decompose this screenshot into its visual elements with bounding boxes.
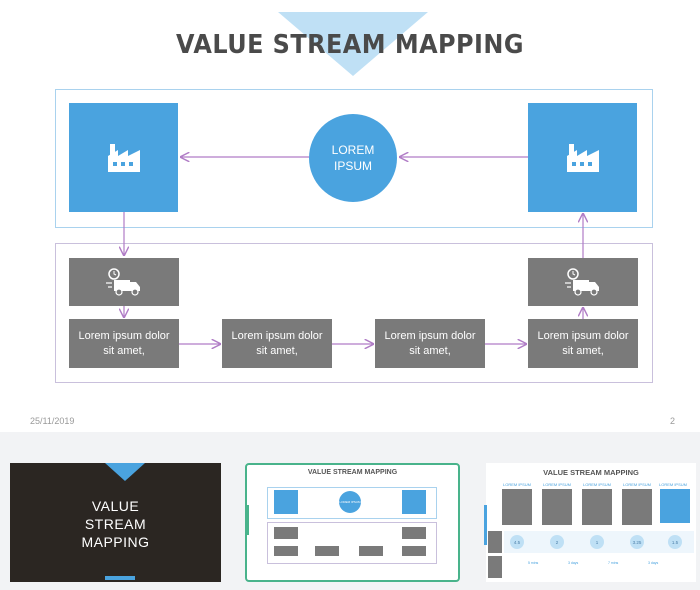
delivery-truck-icon — [106, 268, 140, 296]
mini-truck-block — [274, 527, 298, 539]
mini-process — [274, 546, 298, 556]
mini-timeline-dot: 1.5 — [668, 535, 682, 549]
mini-timeline-label: 3 days — [648, 561, 659, 565]
process-step-1[interactable]: Lorem ipsum dolor sit amet, — [69, 319, 179, 368]
mini-process — [359, 546, 383, 556]
mini-process — [315, 546, 339, 556]
thumbnail-title: VALUE STREAM MAPPING — [543, 468, 639, 477]
mini-column-heading: LOREM IPSUM — [502, 482, 531, 487]
mini-factory-block — [274, 490, 298, 514]
mini-timeline-label: 5 mins — [528, 561, 539, 565]
process-step-2[interactable]: Lorem ipsum dolor sit amet, — [222, 319, 332, 368]
mini-timeline-dot: 4.5 — [510, 535, 524, 549]
mini-row-label — [488, 556, 502, 578]
customer-factory-block[interactable] — [528, 103, 637, 212]
upper-flow-frame[interactable] — [55, 89, 653, 228]
mini-column-box — [502, 489, 532, 525]
mini-truck-block — [402, 527, 426, 539]
mini-timeline-label: 3 days — [568, 561, 579, 565]
control-circle[interactable]: LOREM IPSUM — [309, 114, 397, 202]
thumbnail-slide-1[interactable]: VALUE STREAM MAPPING — [10, 463, 221, 582]
mini-lower-frame — [267, 522, 437, 564]
supplier-factory-block[interactable] — [69, 103, 178, 212]
mini-column-box — [542, 489, 572, 525]
slide-page-number: 2 — [670, 416, 676, 426]
factory-icon — [107, 143, 140, 172]
flow-arrows — [0, 0, 700, 432]
title-triangle-decoration — [105, 463, 145, 481]
mini-column-heading: LOREM IPSUM — [542, 482, 571, 487]
logo-bar — [105, 576, 135, 580]
mini-row-label — [488, 531, 502, 553]
thumbnail-title: VALUE STREAM MAPPING — [307, 469, 398, 476]
title-triangle-decoration — [278, 12, 428, 76]
process-step-3[interactable]: Lorem ipsum dolor sit amet, — [375, 319, 485, 368]
mini-timeline-label: 7 mins — [608, 561, 619, 565]
mini-upper-frame — [267, 487, 437, 519]
mini-column-box — [660, 489, 690, 523]
mini-timeline-dot: 3.25 — [630, 535, 644, 549]
mini-column-heading: LOREM IPSUM — [622, 482, 651, 487]
thumbnail-slide-3[interactable]: VALUE STREAM MAPPING LOREM IPSUM LOREM I… — [486, 463, 696, 582]
mini-column-box — [582, 489, 612, 525]
slide-date: 25/11/2019 — [30, 416, 75, 426]
mini-process — [402, 546, 426, 556]
thumbnail-title: VALUE STREAM MAPPING — [81, 498, 150, 550]
slide-title[interactable]: VALUE STREAM MAPPING — [176, 30, 524, 60]
thumbnail-scroll-marker — [484, 505, 487, 545]
mini-timeline-dot: 1 — [590, 535, 604, 549]
delivery-truck-icon — [565, 268, 599, 296]
mini-column-heading: LOREM IPSUM — [658, 482, 687, 487]
mini-timeline-dot: 2 — [550, 535, 564, 549]
mini-column-box — [622, 489, 652, 525]
lower-flow-frame[interactable] — [55, 243, 653, 383]
outbound-shipping-block[interactable] — [528, 258, 638, 306]
mini-factory-block — [402, 490, 426, 514]
mini-column-heading: LOREM IPSUM — [582, 482, 611, 487]
mini-circle: LOREM IPSUM — [339, 491, 361, 513]
thumbnail-slide-2[interactable]: VALUE STREAM MAPPING LOREM IPSUM — [245, 463, 460, 582]
inbound-shipping-block[interactable] — [69, 258, 179, 306]
process-step-4[interactable]: Lorem ipsum dolor sit amet, — [528, 319, 638, 368]
slide-canvas[interactable]: VALUE STREAM MAPPING — [0, 0, 700, 432]
thumbnail-selection-marker — [246, 505, 249, 535]
factory-icon — [566, 143, 599, 172]
